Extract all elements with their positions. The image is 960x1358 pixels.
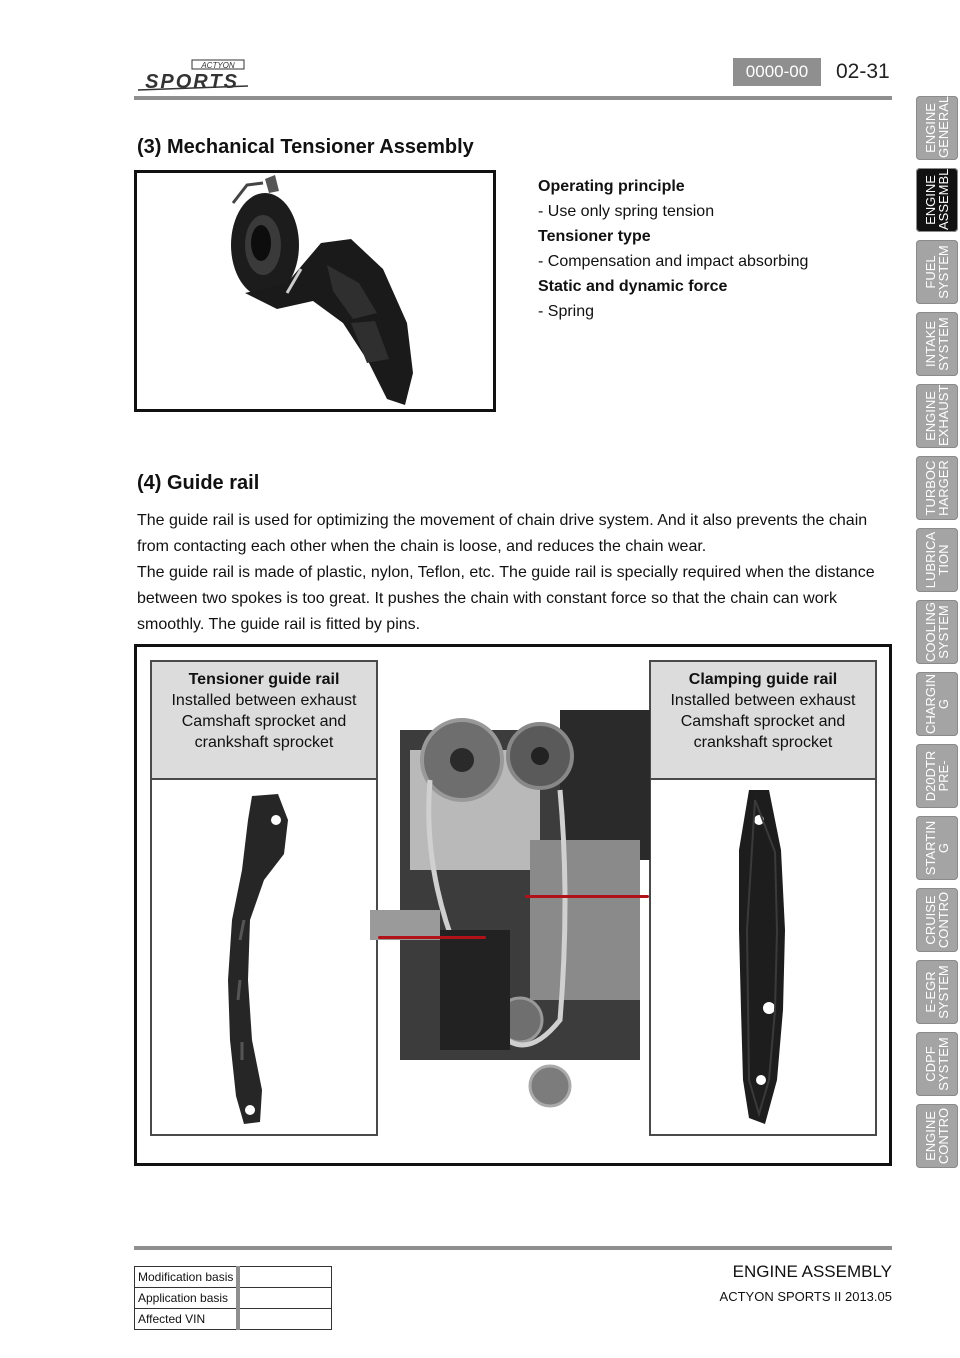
table-row: Modification basis (134, 1266, 333, 1288)
logo-top-text: ACTYON (200, 61, 235, 70)
tab-label: E-EGR SYSTEM (923, 965, 951, 1019)
tensioner-guide-rail-image (150, 778, 378, 1136)
tab-engine-exhaust[interactable]: ENGINE EXHAUST (916, 384, 958, 448)
clamping-guide-rail-caption: Clamping guide rail Installed between ex… (649, 660, 877, 780)
clamping-guide-rail-image (649, 778, 877, 1136)
tab-starting[interactable]: STARTIN G (916, 816, 958, 880)
table-row: Application basis (134, 1287, 333, 1309)
tab-engine-control[interactable]: ENGINE CONTRO (916, 1104, 958, 1168)
tab-label: CRUISE CONTRO (923, 891, 951, 949)
tab-label: FUEL SYSTEM (923, 245, 951, 299)
row-label: Application basis (134, 1287, 241, 1309)
spec-value: - Use only spring tension (538, 203, 715, 220)
tensioner-photo (134, 170, 496, 412)
spec-value: - Compensation and impact absorbing (538, 253, 809, 270)
tab-charging[interactable]: CHARGIN G (916, 672, 958, 736)
tab-label: CDPF SYSTEM (923, 1037, 951, 1091)
row-value (237, 1308, 333, 1330)
actyon-sports-logo: ACTYON SPORTS (137, 59, 249, 93)
paragraph: The guide rail is used for optimizing th… (137, 512, 868, 555)
tab-label: TURBOC HARGER (923, 460, 951, 516)
page-number: 02-31 (836, 60, 890, 83)
header-divider (134, 96, 892, 100)
paragraph: The guide rail is made of plastic, nylon… (137, 564, 875, 633)
tab-label: ENGINE CONTRO (923, 1107, 951, 1165)
tab-label: STARTIN G (923, 820, 951, 876)
tab-cooling-system[interactable]: COOLING SYSTEM (916, 600, 958, 664)
row-value (237, 1266, 333, 1288)
tab-label: ENGINE GENERAL (923, 95, 951, 158)
row-label: Affected VIN (134, 1308, 241, 1330)
tab-cdpf-system[interactable]: CDPF SYSTEM (916, 1032, 958, 1096)
caption-title: Tensioner guide rail (188, 671, 340, 688)
caption-title: Clamping guide rail (688, 671, 838, 688)
tensioner-rail-illustration (228, 794, 288, 1124)
spec-heading: Static and dynamic force (538, 278, 728, 295)
row-value (237, 1287, 333, 1309)
clamping-rail-illustration (739, 790, 785, 1124)
clamping-rail-pointer (525, 895, 649, 898)
row-label: Modification basis (134, 1266, 241, 1288)
tab-label: ENGINE ASSEMBL (923, 168, 951, 230)
tab-label: CHARGIN G (923, 674, 951, 734)
tab-label: LUBRICA TION (923, 531, 951, 589)
tab-fuel-system[interactable]: FUEL SYSTEM (916, 240, 958, 304)
engine-timing-chain-photo (370, 710, 650, 1108)
modification-table: Modification basis Application basis Aff… (134, 1266, 333, 1330)
tensioner-illustration (231, 175, 413, 405)
section-title-tensioner: (3) Mechanical Tensioner Assembly (137, 136, 474, 158)
spec-value: - Spring (538, 303, 595, 320)
tab-intake-system[interactable]: INTAKE SYSTEM (916, 312, 958, 376)
tab-lubrication[interactable]: LUBRICA TION (916, 528, 958, 592)
manual-code-badge: 0000-00 (733, 58, 821, 86)
spec-heading: Tensioner type (538, 228, 651, 245)
tab-d20dtr-pre[interactable]: D20DTR PRE- (916, 744, 958, 808)
tab-engine-general[interactable]: ENGINE GENERAL (916, 96, 958, 160)
tab-label: D20DTR PRE- (923, 750, 951, 802)
table-row: Affected VIN (134, 1308, 333, 1330)
tab-cruise-control[interactable]: CRUISE CONTRO (916, 888, 958, 952)
tab-label: ENGINE EXHAUST (923, 384, 951, 446)
caption-text: Installed between exhaust Camshaft sproc… (670, 692, 856, 751)
caption-text: Installed between exhaust Camshaft sproc… (171, 692, 357, 751)
tab-engine-assembly[interactable]: ENGINE ASSEMBL (916, 168, 958, 232)
tab-turbocharger[interactable]: TURBOC HARGER (916, 456, 958, 520)
tensioner-rail-pointer (378, 936, 486, 939)
footer-divider (134, 1246, 892, 1250)
tab-e-egr-system[interactable]: E-EGR SYSTEM (916, 960, 958, 1024)
tensioner-guide-rail-caption: Tensioner guide rail Installed between e… (150, 660, 378, 780)
section-title-guide-rail: (4) Guide rail (137, 472, 260, 494)
footer-title: ENGINE ASSEMBLY (732, 1262, 892, 1281)
tab-label: INTAKE SYSTEM (923, 317, 951, 371)
spec-heading: Operating principle (538, 178, 685, 195)
tensioner-specs: Operating principle - Use only spring te… (538, 174, 878, 324)
footer-subtitle: ACTYON SPORTS II 2013.05 (719, 1289, 892, 1304)
tab-label: COOLING SYSTEM (923, 602, 951, 662)
guide-rail-description: The guide rail is used for optimizing th… (137, 508, 897, 638)
